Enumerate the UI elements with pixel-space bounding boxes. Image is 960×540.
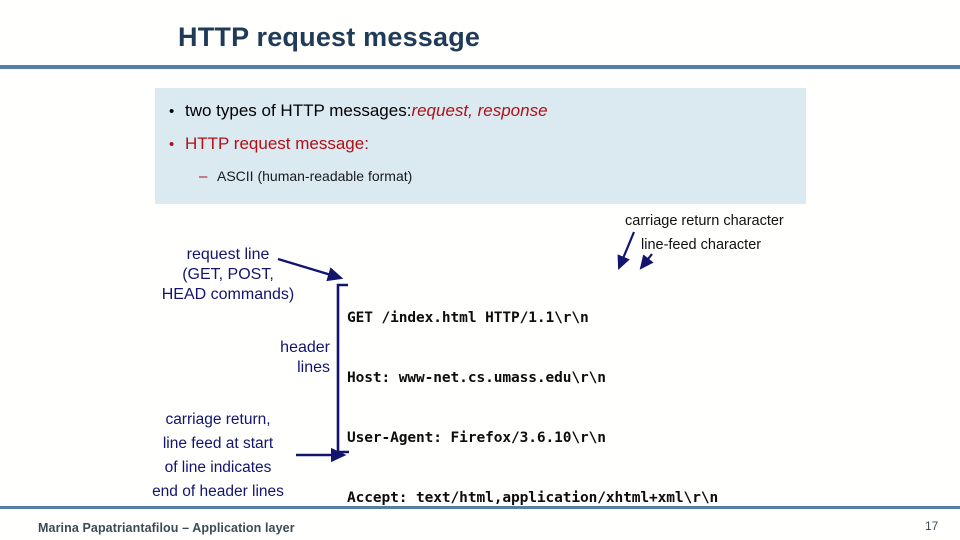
bullet-marker-icon: • [169,103,175,120]
bullet-item-2: • HTTP request message: [169,134,369,154]
arrow-carriage-return-character [617,231,636,271]
bullet-item-3-text: ASCII (human-readable format) [217,168,413,184]
bullet-marker-icon: • [169,136,175,153]
bullet-panel: • two types of HTTP messages: request, r… [155,88,806,204]
arrow-line-feed-character [639,253,654,270]
footer-divider [0,506,960,509]
page-title: HTTP request message [178,22,481,52]
bullet-item-1: • two types of HTTP messages: request, r… [169,101,548,121]
annotation-crlf-end-of-headers: carriage return, line feed at start of l… [152,411,284,500]
annotation-line-feed-character: line-feed character [641,237,762,253]
bullet-item-1-text: two types of HTTP messages: [185,101,412,120]
annotation-carriage-return-character: carriage return character [625,213,784,229]
annotation-request-line: request line (GET, POST, HEAD commands) [161,246,295,303]
http-line: GET /index.html HTTP/1.1\r\n [347,310,589,326]
footer-author-topic: Marina Papatriantafilou – Application la… [38,521,295,535]
bullet-item-3: – ASCII (human-readable format) [199,168,412,185]
http-line: Accept: text/html,application/xhtml+xml\… [347,490,719,506]
http-request-message: GET /index.html HTTP/1.1\r\n Host: www-n… [347,268,718,540]
bullet-item-1-emphasis: request, response [411,101,548,120]
http-line: Host: www-net.cs.umass.edu\r\n [347,370,606,386]
page-number: 17 [925,519,939,533]
http-line: User-Agent: Firefox/3.6.10\r\n [347,430,606,446]
title-divider [0,65,960,69]
sub-bullet-dash-icon: – [199,168,208,185]
annotation-header-lines: header lines [280,339,330,376]
bullet-item-2-text: HTTP request message: [185,134,369,153]
